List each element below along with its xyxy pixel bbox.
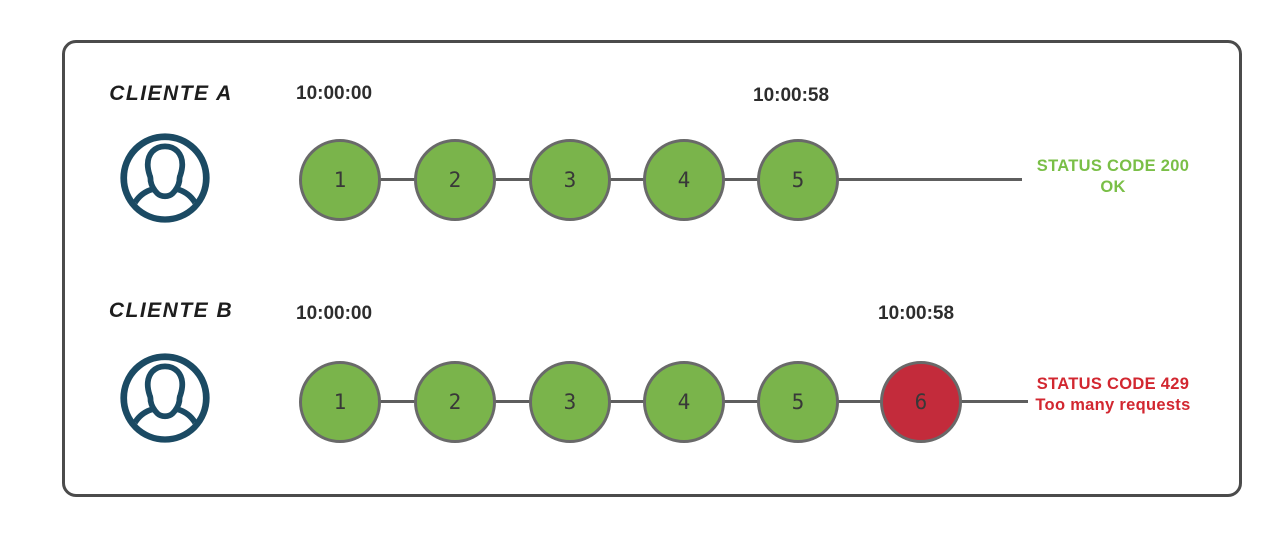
request-circle-b2: 2 [414, 361, 496, 443]
user-avatar-icon [120, 133, 210, 223]
row-a-start-timestamp: 10:00:00 [296, 83, 373, 104]
request-circle-b5: 5 [757, 361, 839, 443]
request-circle-b3: 3 [529, 361, 611, 443]
row-b-status: STATUS CODE 429 Too many requests [1023, 374, 1203, 416]
request-circle-b1: 1 [299, 361, 381, 443]
request-circle-a2: 2 [414, 139, 496, 221]
row-a-status: STATUS CODE 200 OK [1023, 156, 1203, 198]
user-avatar-icon [120, 353, 210, 443]
request-circle-b4: 4 [643, 361, 725, 443]
request-circle-a5: 5 [757, 139, 839, 221]
request-circle-a3: 3 [529, 139, 611, 221]
row-b-status-code: STATUS CODE 429 [1036, 375, 1190, 393]
row-a-status-code: STATUS CODE 200 [1036, 157, 1190, 175]
request-circle-a4: 4 [643, 139, 725, 221]
client-a-label: CLIENTE A [109, 82, 233, 105]
row-a-status-message: OK [1100, 178, 1126, 196]
client-b-label: CLIENTE B [108, 299, 234, 322]
row-b-start-timestamp: 10:00:00 [296, 303, 373, 324]
request-circle-a1: 1 [299, 139, 381, 221]
row-a-end-timestamp: 10:00:58 [753, 85, 830, 106]
row-b-status-message: Too many requests [1035, 396, 1191, 414]
request-circle-b6-rate-limited: 6 [880, 361, 962, 443]
row-b-end-timestamp: 10:00:58 [878, 303, 955, 324]
